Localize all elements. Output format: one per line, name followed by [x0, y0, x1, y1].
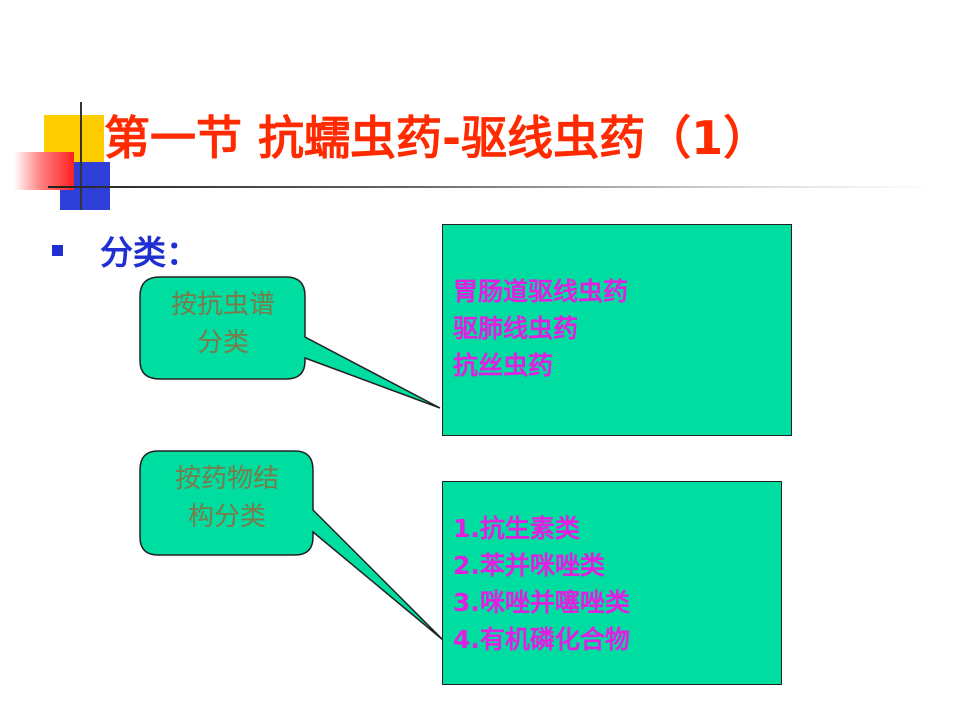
decor-red-gradient-bar: [14, 152, 74, 190]
callout-1-shape: [139, 276, 441, 409]
callout-1-label: 按抗虫谱 分类: [170, 290, 275, 358]
list-item: 3.咪唑并噻唑类: [453, 588, 630, 617]
callout-2-shape: [139, 450, 444, 641]
list-item: 2.苯并咪唑类: [453, 551, 605, 580]
structure-class-box: 1.抗生素类 2.苯并咪唑类 3.咪唑并噻唑类 4.有机磷化合物: [442, 481, 782, 685]
callout-2-label: 按药物结 构分类: [174, 464, 279, 532]
bullet-label: 分类：: [100, 233, 199, 272]
spectrum-class-box: 胃肠道驱线虫药 驱肺线虫药 抗丝虫药: [442, 224, 792, 436]
title-underline: [48, 186, 938, 188]
decor-vertical-line: [80, 102, 82, 210]
bullet-square-icon: [52, 245, 63, 256]
list-item: 抗丝虫药: [453, 351, 554, 380]
list-item: 1.抗生素类: [453, 514, 580, 543]
slide-title: 第一节 抗蠕虫药-驱线虫药（1）: [104, 111, 770, 165]
list-item: 胃肠道驱线虫药: [453, 277, 629, 306]
list-item: 驱肺线虫药: [453, 314, 579, 343]
list-item: 4.有机磷化合物: [453, 625, 630, 654]
